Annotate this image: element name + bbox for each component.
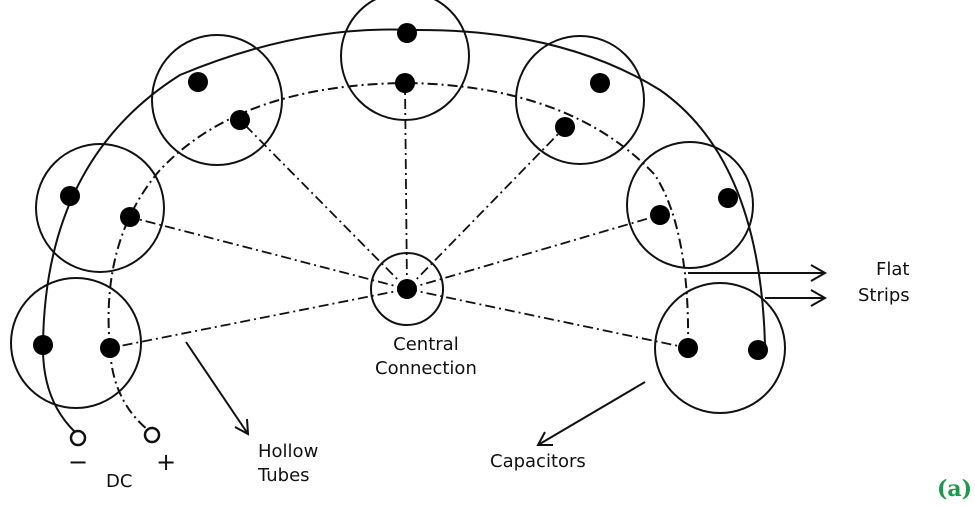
capacitor-circle-2	[35, 143, 165, 273]
dot	[397, 23, 417, 43]
negative-terminal	[69, 429, 87, 447]
dot	[188, 72, 208, 92]
capacitor-circle-5	[515, 35, 645, 165]
central-connection-circle	[370, 252, 444, 326]
minus-sign: −	[68, 448, 89, 476]
panel-tag: (a)	[937, 476, 973, 502]
spoke-2	[129, 216, 408, 290]
spoke-6	[406, 214, 661, 290]
capacitor-circle-1	[10, 277, 142, 409]
dc-label: DC	[106, 471, 133, 492]
dot	[718, 188, 738, 208]
spoke-1	[109, 288, 408, 349]
plus-sign: +	[156, 448, 177, 476]
dot	[395, 73, 415, 93]
capacitor-circle-4	[340, 0, 470, 121]
dot	[590, 73, 610, 93]
dot	[33, 335, 53, 355]
positive-lead	[109, 347, 149, 431]
capacitor-circle-7	[654, 282, 786, 414]
dot	[678, 338, 698, 358]
spoke-7	[406, 288, 689, 349]
central-connection-label-line2: Connection	[375, 358, 477, 379]
dot	[748, 340, 768, 360]
hollow-tubes-label-line1: Hollow	[258, 441, 319, 462]
central-connection-label: Central Connection	[375, 333, 477, 381]
dot	[555, 117, 575, 137]
central-dot	[397, 279, 417, 299]
flat-strips-label: Flat Strips	[858, 257, 910, 309]
dot	[650, 205, 670, 225]
positive-terminal	[143, 426, 161, 444]
hollow-tubes-label: Hollow Tubes	[258, 440, 318, 488]
capacitor-circle-6	[626, 141, 754, 269]
capacitors-arrow	[537, 381, 646, 446]
dot	[120, 207, 140, 227]
spoke-5	[406, 126, 566, 290]
dot	[100, 338, 120, 358]
hollow-tubes-arrow	[185, 341, 249, 435]
negative-lead	[41, 344, 76, 433]
capacitors-label: Capacitors	[490, 451, 586, 472]
flat-strips-label-line2: Strips	[858, 285, 910, 306]
capacitor-circle-3	[151, 34, 283, 166]
hollow-tubes-label-line2: Tubes	[258, 465, 310, 486]
dot	[230, 110, 250, 130]
spoke-4	[404, 82, 408, 290]
flat-strips-label-line1: Flat	[876, 259, 910, 280]
central-connection-label-line1: Central	[393, 334, 459, 355]
inner-dashdot-arc	[107, 81, 690, 349]
dot	[60, 186, 80, 206]
